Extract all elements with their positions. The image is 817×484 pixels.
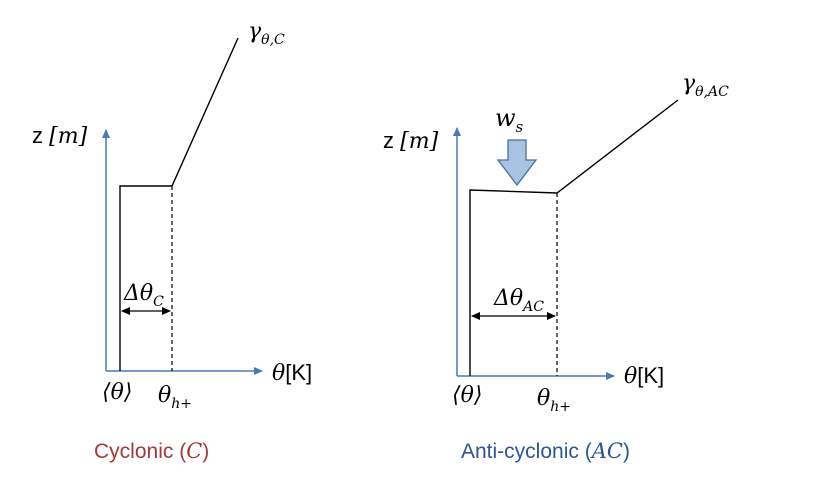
anticyclonic-delta-label: ΔθAC [493, 286, 544, 315]
anticyclonic-panel: z [m] ws γθ,AC ΔθAC θ[K] ⟨θ⟩ θh+ Anti-cy… [383, 71, 729, 463]
cyclonic-delta-label: ΔθC [123, 281, 164, 310]
anticyclonic-gamma-label: γθ,AC [682, 71, 729, 100]
anticyclonic-subsidence-label: ws [495, 104, 524, 136]
anticyclonic-profile-line [469, 99, 679, 376]
cyclonic-gamma-label: γθ,C [248, 19, 285, 48]
anticyclonic-mean-theta-label: ⟨θ⟩ [452, 383, 482, 408]
cyclonic-y-axis-label: z [m] [32, 123, 88, 149]
cyclonic-theta-h-label: θh+ [158, 383, 192, 412]
anticyclonic-x-axis-label: θ[K] [624, 363, 664, 389]
anticyclonic-caption: Anti-cyclonic (AC) [461, 439, 630, 463]
anticyclonic-theta-h-label: θh+ [537, 386, 571, 415]
anticyclonic-y-axis-label: z [m] [383, 128, 439, 154]
cyclonic-mean-theta-label: ⟨θ⟩ [102, 380, 132, 405]
cyclonic-profile-line [119, 37, 239, 371]
cyclonic-x-axis-label: θ[K] [272, 360, 312, 386]
subsidence-arrow-icon [496, 139, 538, 187]
cyclonic-caption: Cyclonic (C) [94, 439, 209, 463]
cyclonic-panel: z [m] γθ,C ΔθC θ[K] ⟨θ⟩ θh+ Cyclonic (C) [32, 19, 312, 463]
